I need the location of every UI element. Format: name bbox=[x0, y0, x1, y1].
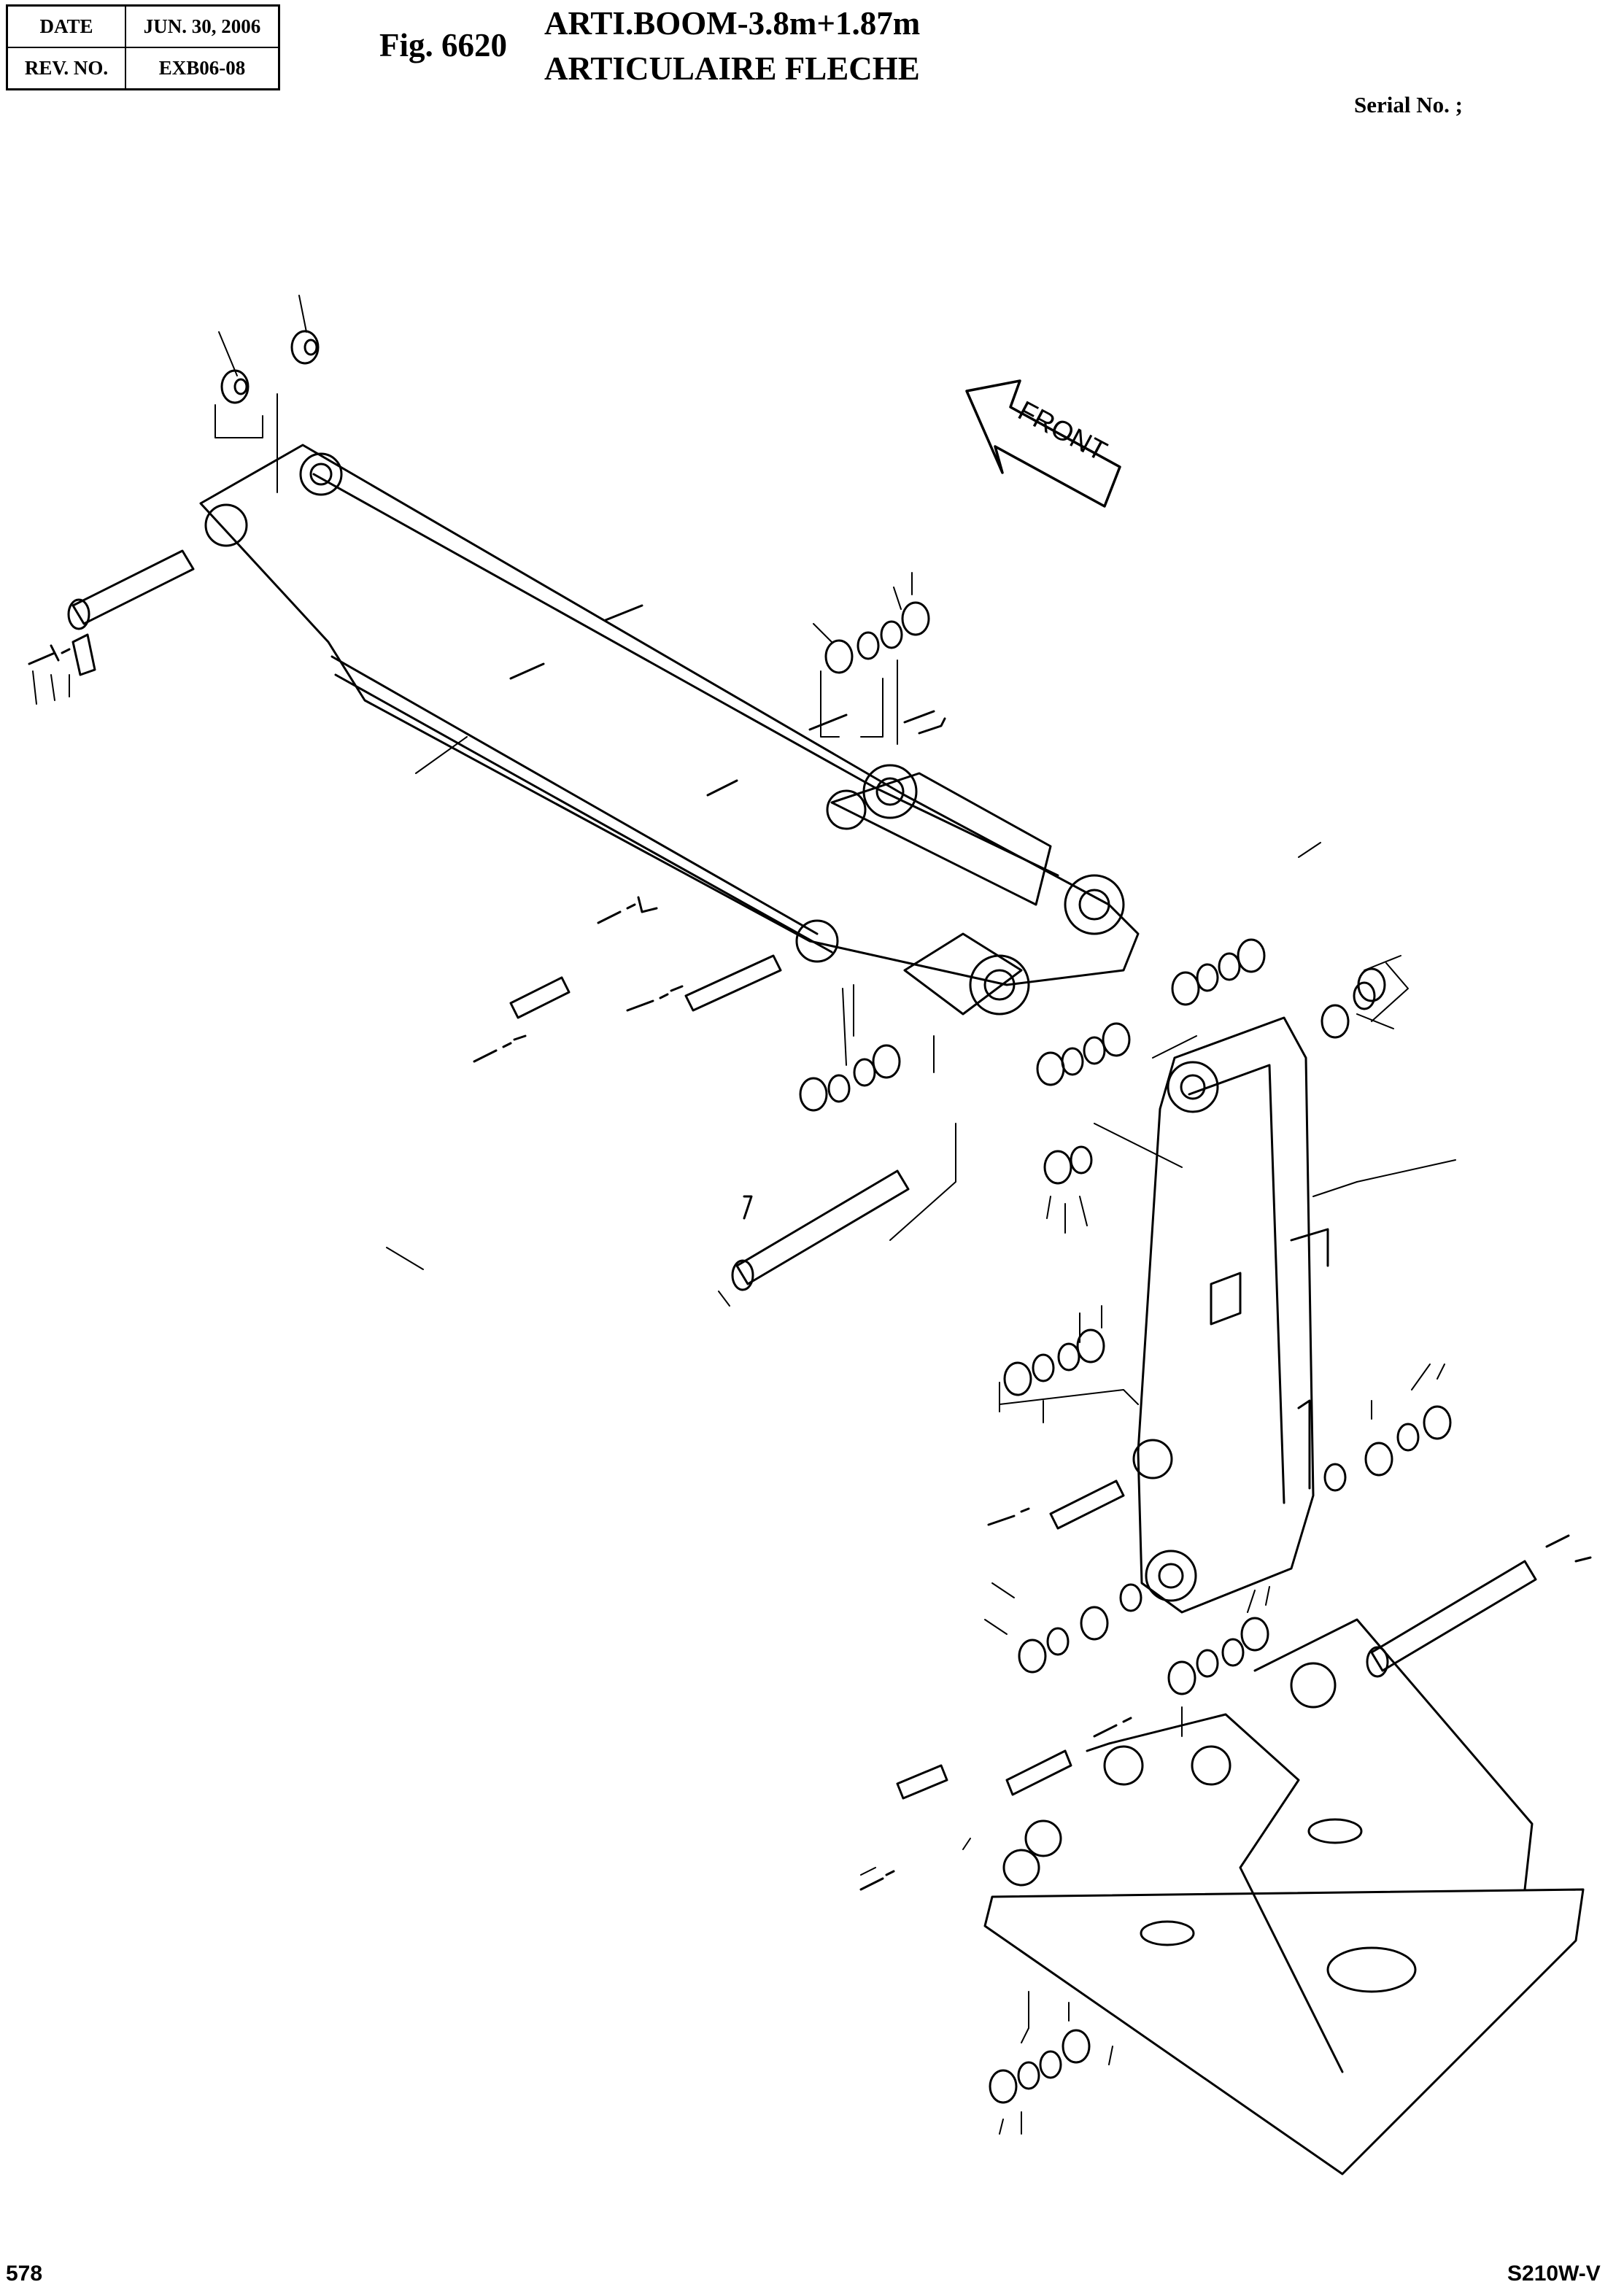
fasteners bbox=[28, 633, 1592, 1891]
date-label: DATE bbox=[6, 4, 126, 48]
leader-lines bbox=[32, 295, 1456, 2135]
rev-value: EXB06-08 bbox=[125, 47, 280, 90]
figure-number: Fig. 6620 bbox=[379, 27, 507, 63]
page-number: 578 bbox=[6, 2262, 43, 2286]
figure-title-english: ARTI.BOOM-3.8m+1.87m bbox=[544, 5, 921, 42]
seal-stacks bbox=[220, 330, 1452, 2104]
model-code: S210W-V bbox=[1507, 2262, 1601, 2286]
pins bbox=[67, 549, 1537, 1800]
serial-number-label: Serial No. ; bbox=[1354, 92, 1463, 117]
date-value: JUN. 30, 2006 bbox=[125, 4, 280, 48]
figure-title-french: ARTICULAIRE FLECHE bbox=[544, 50, 920, 87]
front-arrow: FRONT bbox=[965, 379, 1121, 508]
lower-boom bbox=[1132, 1016, 1329, 1614]
revision-block: DATE JUN. 30, 2006 REV. NO. EXB06-08 bbox=[6, 4, 280, 90]
base-bracket bbox=[983, 1618, 1585, 2175]
rev-label: REV. NO. bbox=[6, 47, 126, 90]
front-arrow-label: FRONT bbox=[1013, 395, 1111, 468]
upper-boom bbox=[199, 444, 1140, 1016]
